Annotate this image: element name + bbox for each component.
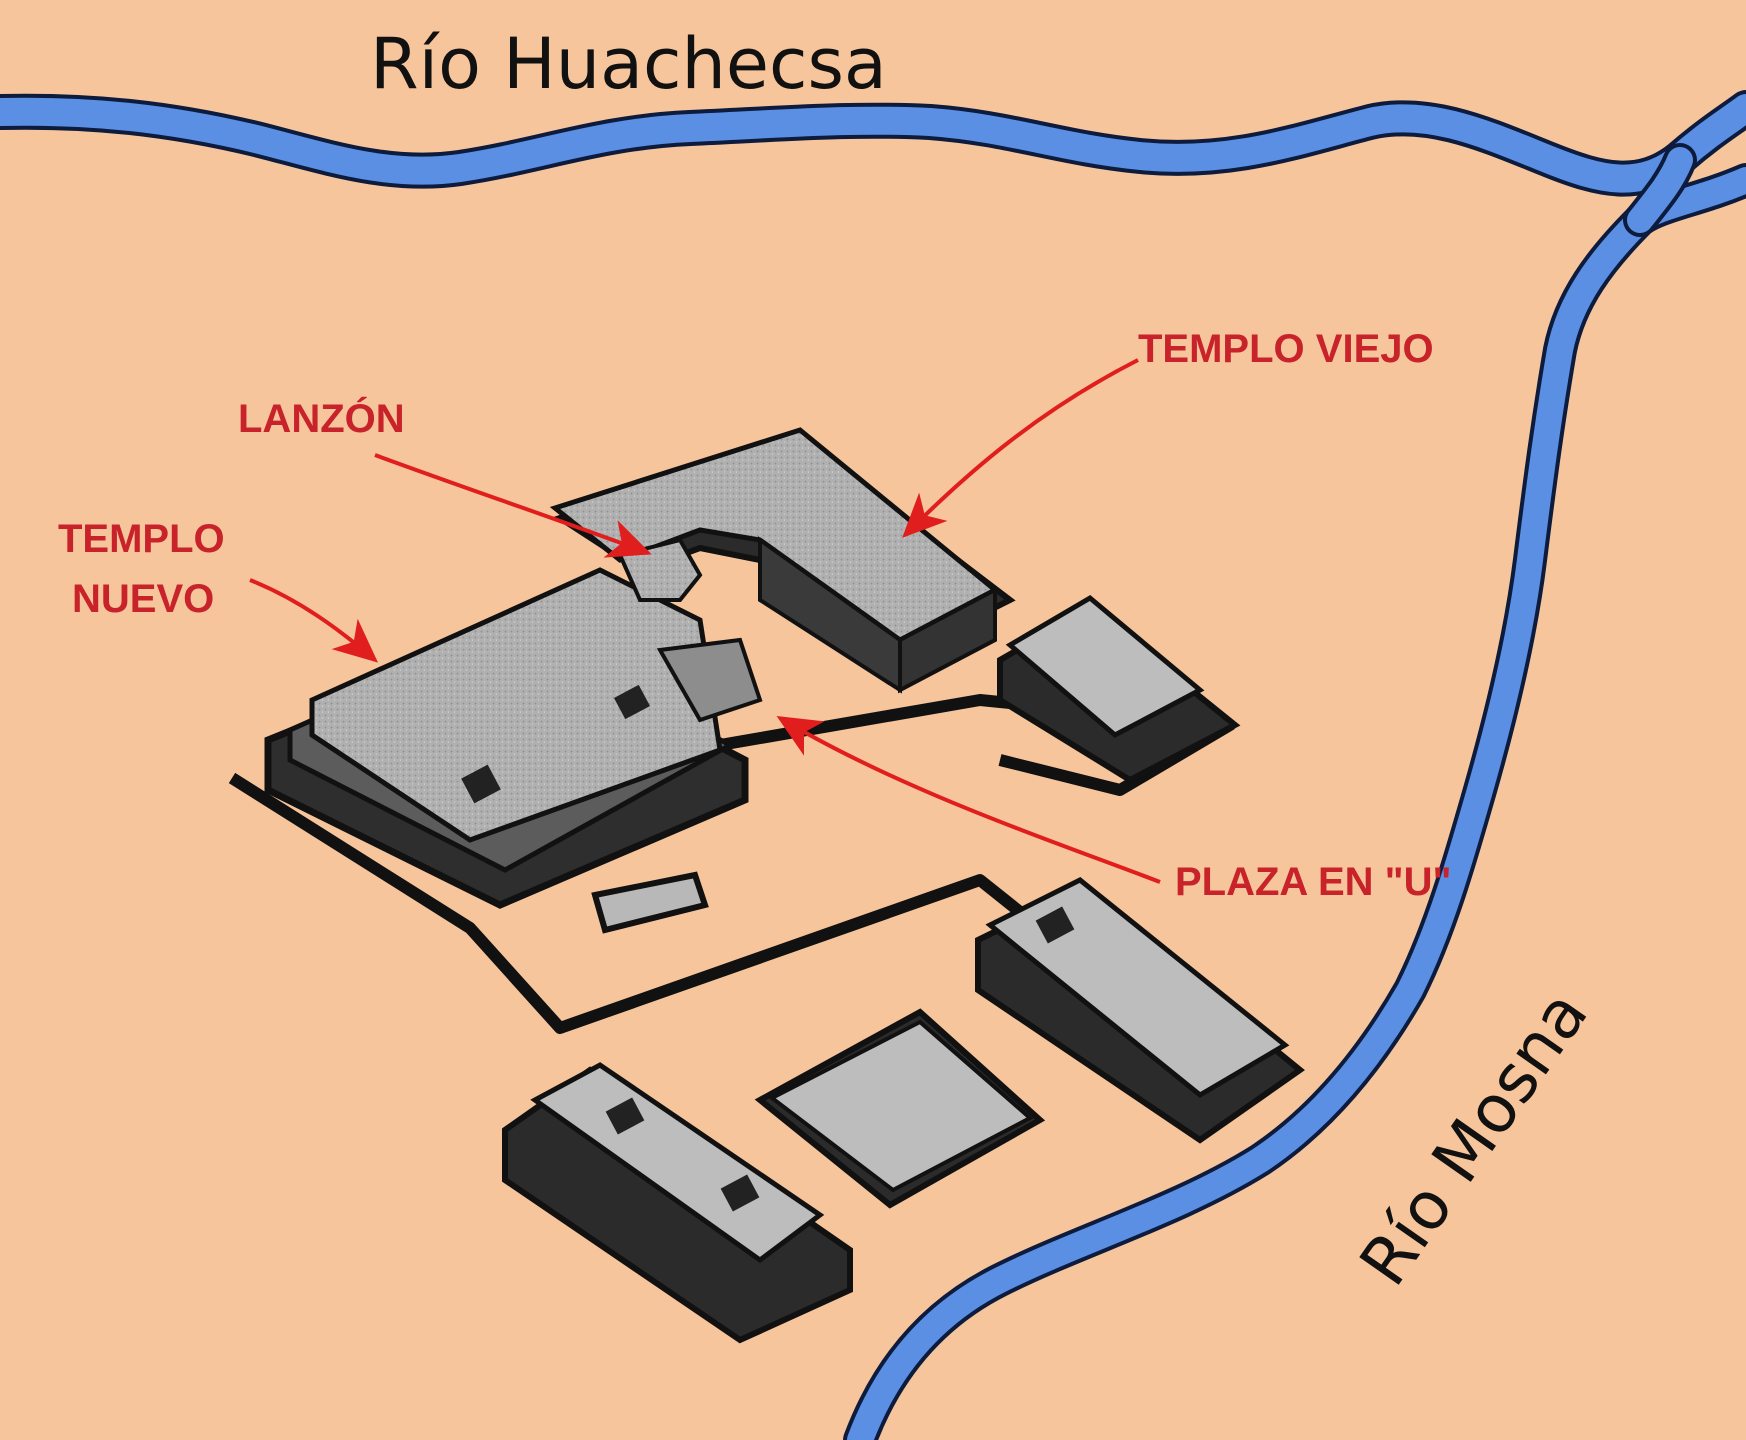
label-plaza-en-u: PLAZA EN "U"	[1175, 860, 1451, 904]
small-platform	[591, 871, 709, 934]
doorway	[1035, 906, 1075, 944]
label-lanzon: LANZÓN	[238, 395, 405, 441]
arrow-lanzon	[374, 453, 652, 558]
doorway	[614, 684, 650, 720]
templo-nuevo	[264, 537, 763, 934]
platform-south	[502, 1062, 853, 1344]
river-huachecsa	[0, 90, 1746, 197]
doorway	[461, 764, 501, 804]
platform-east-long	[975, 877, 1305, 1144]
templo-viejo	[549, 427, 1016, 694]
platform-east-upper	[997, 594, 1241, 784]
river-mosna	[843, 143, 1746, 1440]
arrow-templo-nuevo	[249, 578, 379, 663]
arrow-plaza-en-u	[776, 715, 1161, 884]
annotation-arrows	[249, 358, 1161, 884]
doorway	[720, 1174, 760, 1212]
arrow-templo-viejo	[902, 358, 1139, 538]
label-templo-nuevo-line2: NUEVO	[72, 577, 214, 621]
label-templo-nuevo-line1: TEMPLO	[58, 517, 225, 561]
doorway	[605, 1097, 645, 1135]
river-huachecsa-label: Río Huachecsa	[370, 23, 887, 105]
square-plaza	[754, 1008, 1046, 1209]
label-templo-viejo: TEMPLO VIEJO	[1138, 327, 1434, 371]
